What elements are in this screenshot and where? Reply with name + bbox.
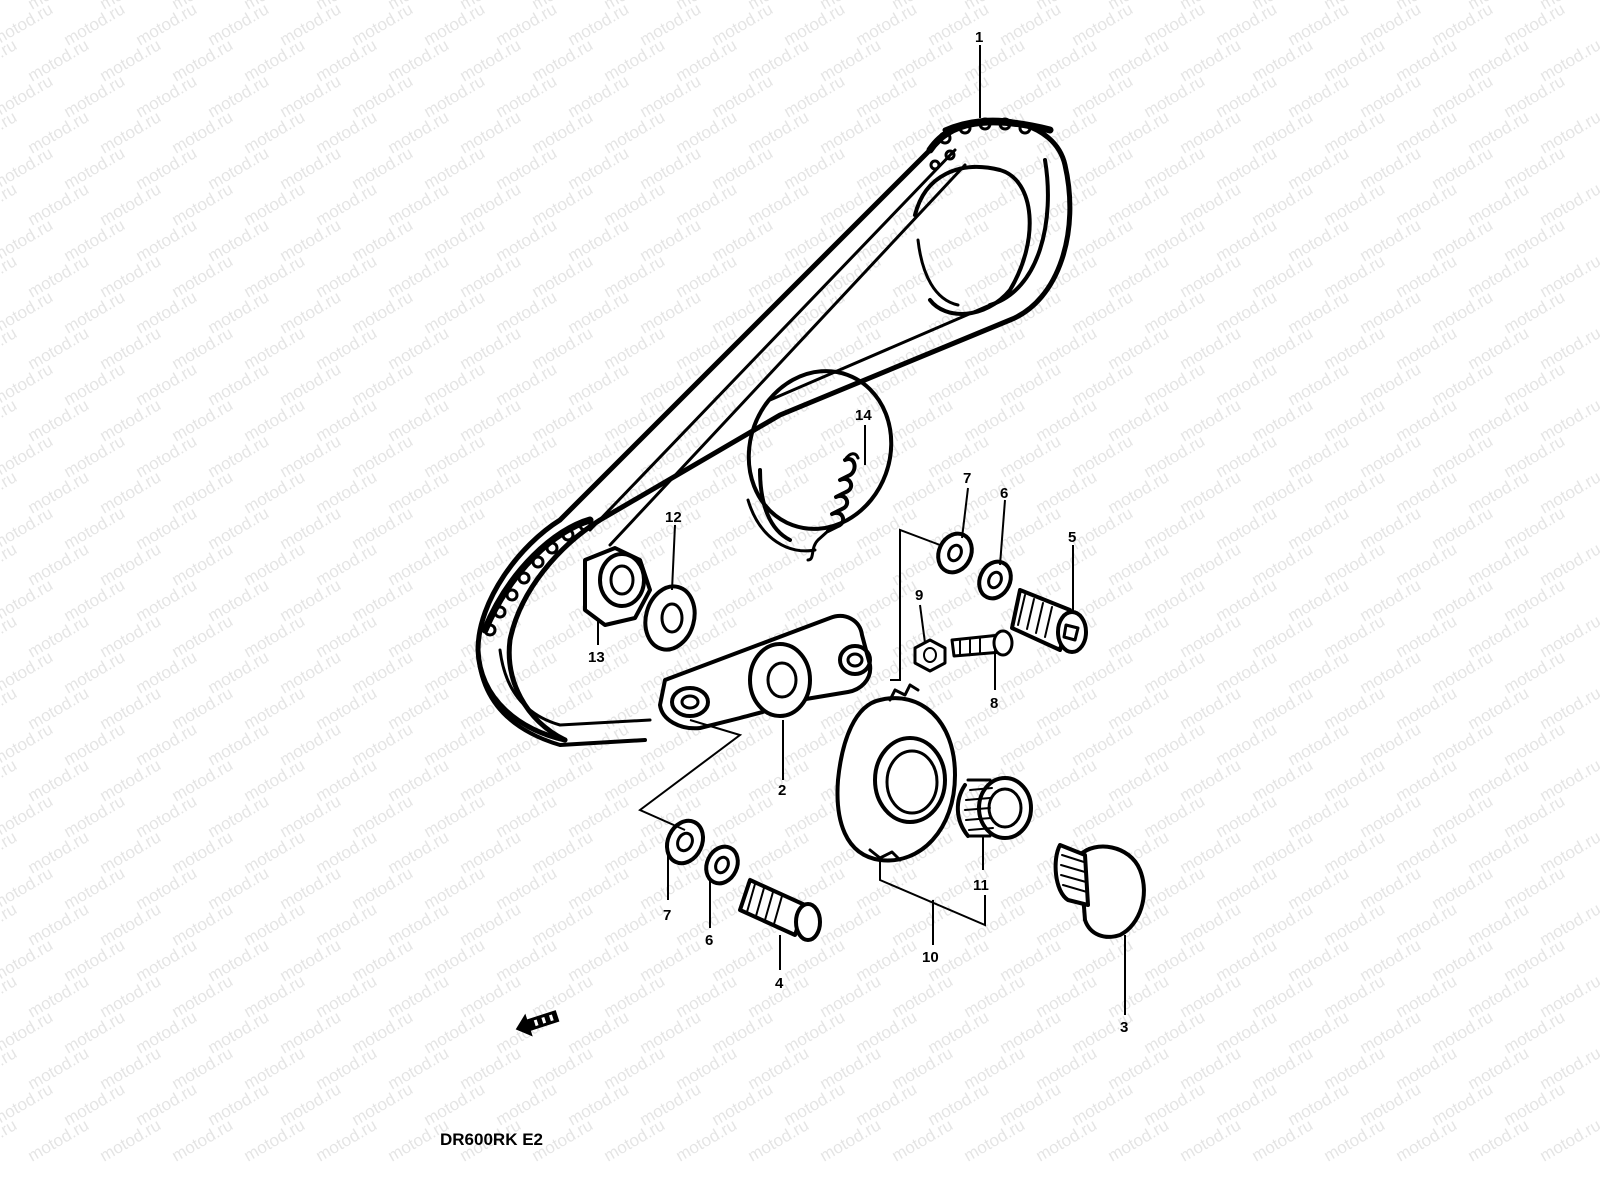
callout-10: 10 (922, 949, 939, 966)
washer-lower-outer (665, 818, 705, 866)
pivot-bolt-lower (738, 878, 822, 942)
tensioner-arm (658, 614, 873, 731)
watermark-text: motod.ru (0, 899, 20, 949)
washer-upper (977, 559, 1013, 601)
model-label: DR600RK E2 (440, 1130, 543, 1149)
screw (950, 629, 1014, 658)
callout-6-lower: 6 (705, 932, 713, 949)
watermark-text: motod.ru (0, 251, 20, 301)
callout-2: 2 (778, 782, 786, 799)
watermark-text: motod.ru (1393, 1115, 1461, 1165)
callout-13: 13 (588, 649, 605, 666)
front-arrow-icon (515, 1010, 560, 1037)
washer-lower (704, 844, 740, 886)
callout-11: 11 (973, 877, 989, 894)
chain-links-top (926, 117, 1054, 171)
watermark-text: motod.ru (169, 1115, 237, 1165)
watermark-text: motod.ru (313, 1115, 381, 1165)
callout-1: 1 (975, 29, 983, 46)
watermark-text: motod.ru (817, 1115, 885, 1165)
callout-12: 12 (665, 509, 682, 526)
watermark-text: motod.ru (25, 1115, 93, 1165)
watermark-text: motod.ru (673, 1115, 741, 1165)
watermark-text: motod.ru (1537, 1115, 1600, 1165)
kick-shaft-knob (1053, 843, 1146, 939)
callout-6-upper: 6 (1000, 485, 1008, 502)
chain-links-bottom (481, 516, 594, 637)
watermark-text: motod.ru (0, 755, 20, 805)
nut (913, 638, 947, 673)
watermark-text: motod.ru (1465, 1115, 1533, 1165)
cam-chain (475, 117, 1073, 747)
washer-sprocket (643, 584, 697, 652)
callout-8: 8 (990, 695, 998, 712)
watermark-text: motod.ru (0, 827, 20, 877)
callouts: 1 2 3 4 5 6 6 7 7 8 9 10 11 12 13 14 (588, 29, 1128, 1036)
upper-sprocket (913, 165, 1032, 316)
callout-5: 5 (1068, 529, 1076, 546)
watermark-text: motod.ru (97, 1115, 165, 1165)
needle-bearing (955, 776, 1033, 840)
watermark-text: motod.ru (961, 1115, 1029, 1165)
watermark-text: motod.ru (0, 35, 20, 85)
callout-9: 9 (915, 587, 923, 604)
callout-4: 4 (775, 975, 784, 992)
watermark-text: motod.ru (0, 323, 20, 373)
watermark-text: motod.ru (0, 971, 20, 1021)
watermark-text: motod.ru (1249, 1115, 1317, 1165)
watermark-text: motod.ru (0, 467, 20, 517)
callout-3: 3 (1120, 1019, 1128, 1036)
watermark-text: motod.ru (0, 1043, 20, 1093)
watermark-text: motod.ru (0, 611, 20, 661)
watermark-text: motod.ru (601, 1115, 669, 1165)
watermark-text: motod.ru (1177, 1115, 1245, 1165)
watermark-text: motod.ru (1033, 1115, 1101, 1165)
watermark-text: motod.ru (0, 683, 20, 733)
watermark-text: motod.ru (0, 107, 20, 157)
washer-upper-outer (936, 531, 974, 575)
callout-14: 14 (855, 407, 872, 424)
guide-plate (835, 683, 957, 863)
callout-7-lower: 7 (663, 907, 671, 924)
watermark-text: motod.ru (0, 539, 20, 589)
watermark-text: motod.ru (1105, 1115, 1173, 1165)
watermark-text: motod.ru (0, 1115, 20, 1165)
sprocket-nut (583, 546, 652, 627)
watermark-text: motod.ru (0, 395, 20, 445)
leader-lines (597, 45, 1126, 1015)
watermark-text: motod.ru (0, 179, 20, 229)
watermark-text: motod.ru (0, 0, 20, 13)
callout-7-upper: 7 (963, 470, 971, 487)
watermark-text: motod.ru (889, 1115, 957, 1165)
watermark-text: motod.ru (241, 1115, 309, 1165)
tensioner-disc (746, 369, 894, 553)
spring (806, 452, 860, 562)
watermark-text: motod.ru (1321, 1115, 1389, 1165)
watermark-text: motod.ru (745, 1115, 813, 1165)
